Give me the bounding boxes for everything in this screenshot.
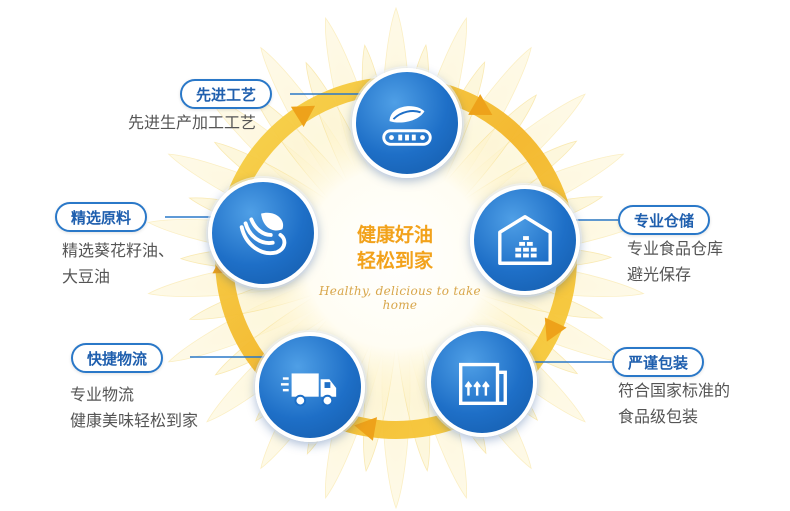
desc-line: 食品级包装: [618, 407, 699, 426]
conveyor-seed-icon: [382, 106, 432, 146]
step-desc-selected-materials: 精选葵花籽油、 大豆油: [62, 238, 174, 290]
center-slogan: Healthy, delicious to take home: [319, 284, 481, 312]
step-label-professional-storage: 专业仓储: [618, 205, 711, 235]
node-selected-materials: [208, 178, 318, 288]
node-strict-packaging: [427, 327, 537, 437]
step-label-strict-packaging: 严谨包装: [612, 347, 705, 377]
step-label-fast-logistics: 快捷物流: [71, 343, 164, 373]
delivery-truck-icon: [280, 373, 337, 407]
warehouse-icon: [498, 215, 552, 265]
desc-line: 健康美味轻松到家: [70, 411, 199, 430]
step-desc-advanced-process: 先进生产加工工艺: [128, 110, 256, 136]
desc-line: 符合国家标准的: [618, 381, 731, 400]
center-title-line2: 轻松到家: [356, 250, 433, 272]
ring-arrow: [468, 94, 493, 115]
package-box-icon: [458, 362, 507, 406]
desc-line: 精选葵花籽油、: [62, 241, 175, 260]
ring-arrow: [544, 317, 567, 342]
step-desc-professional-storage: 专业食品仓库 避光保存: [627, 236, 723, 288]
step-label-selected-materials: 精选原料: [55, 202, 148, 232]
desc-line: 先进生产加工工艺: [128, 113, 257, 132]
desc-line: 专业食品仓库: [627, 239, 724, 258]
ring-arrow: [354, 417, 378, 441]
desc-line: 避光保存: [627, 265, 692, 284]
step-desc-fast-logistics: 专业物流 健康美味轻松到家: [70, 382, 198, 434]
center-title-line1: 健康好油: [356, 224, 433, 246]
ring-arrow: [290, 105, 316, 128]
desc-line: 专业物流: [70, 385, 135, 404]
desc-line: 大豆油: [62, 267, 111, 286]
node-fast-logistics: [255, 332, 365, 442]
step-label-advanced-process: 先进工艺: [180, 79, 273, 109]
node-professional-storage: [470, 185, 580, 295]
step-desc-strict-packaging: 符合国家标准的 食品级包装: [618, 378, 730, 430]
center-title: 健康好油 轻松到家: [335, 222, 455, 274]
node-advanced-process: [352, 68, 462, 178]
hand-seed-icon: [239, 212, 287, 256]
